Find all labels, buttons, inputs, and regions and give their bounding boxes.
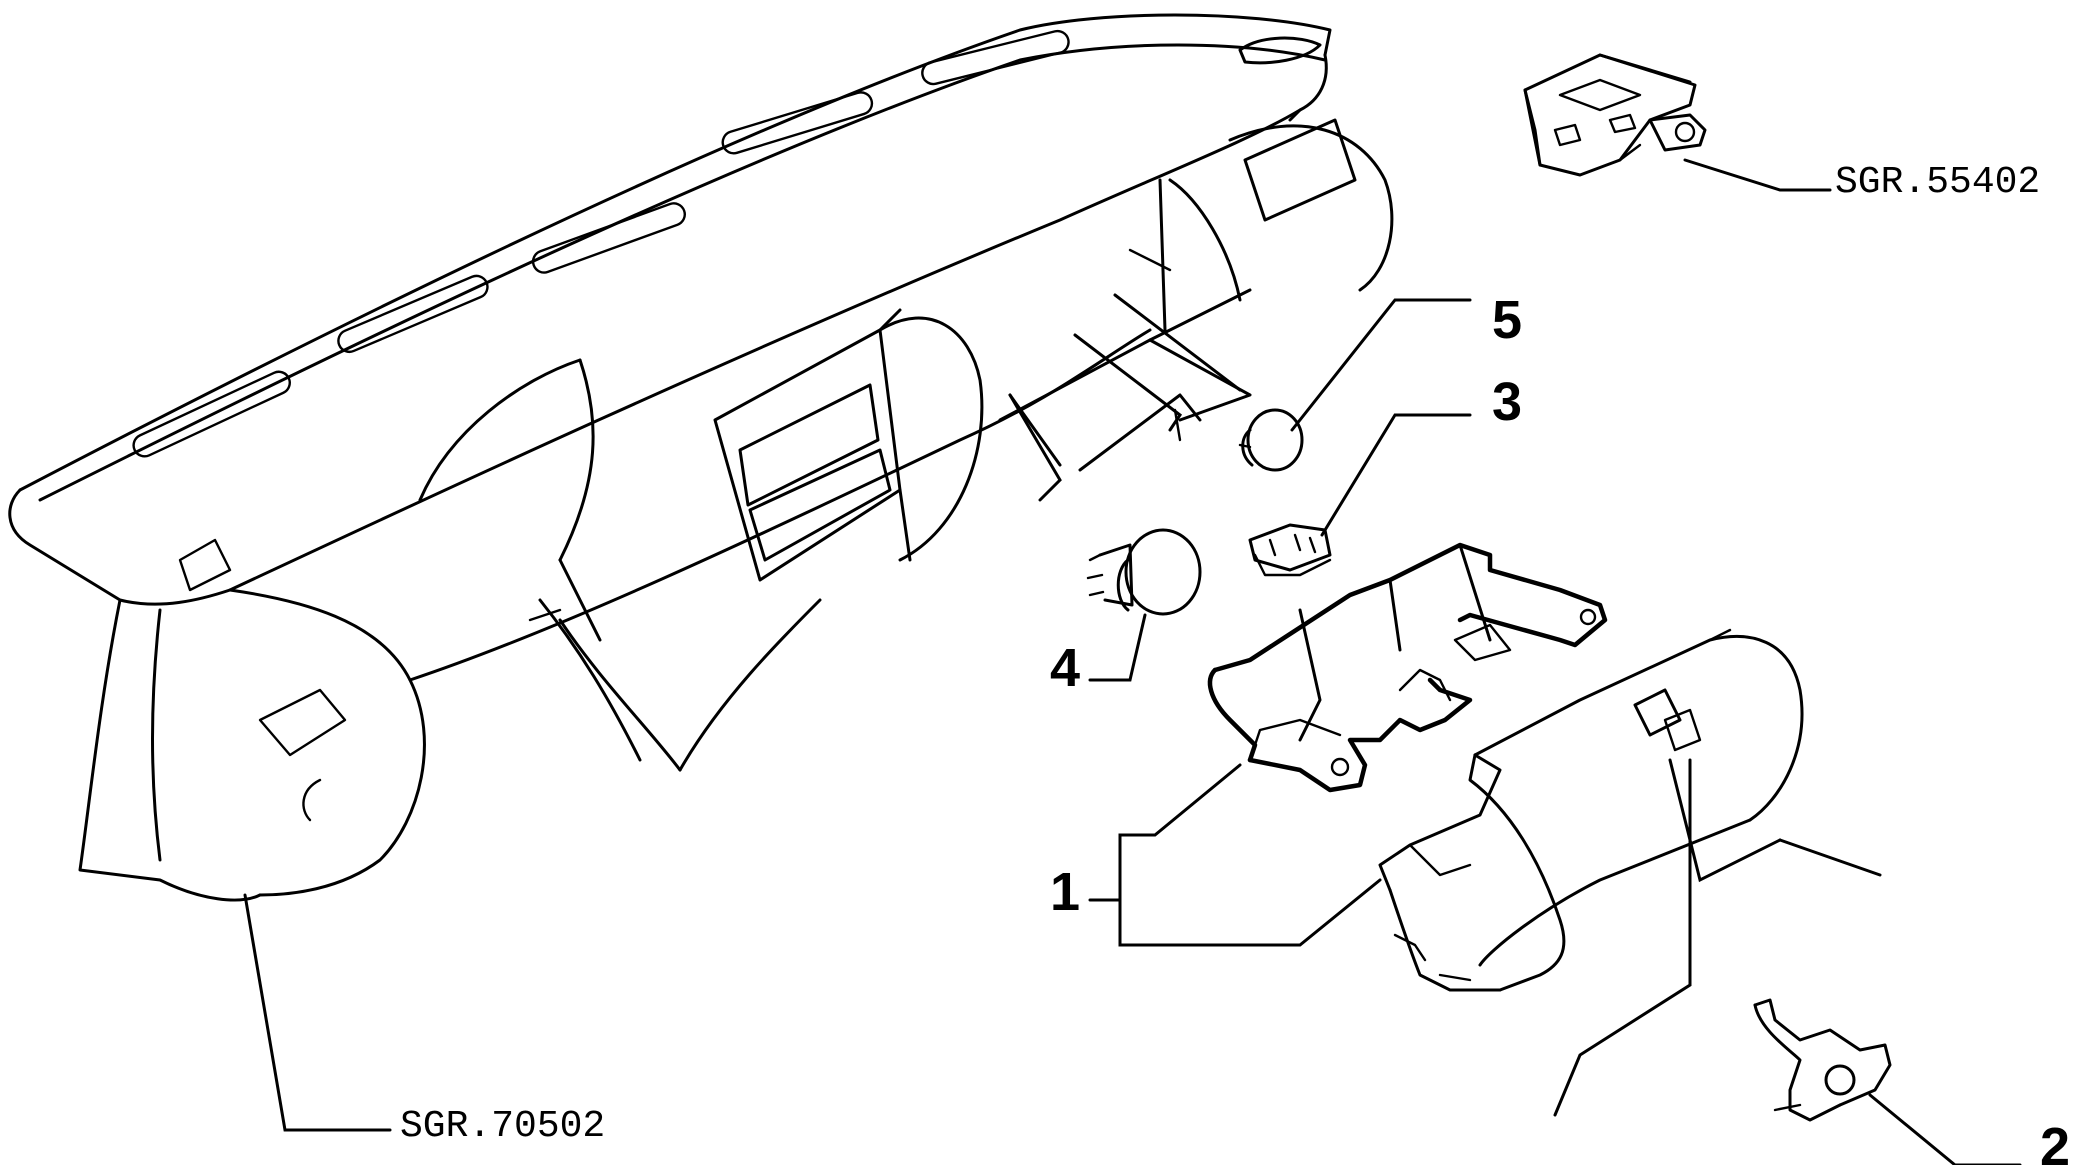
part-4-pushpin [1086, 528, 1202, 616]
callout-1: 1 [1050, 862, 1080, 922]
defroster-vents [132, 29, 1070, 458]
callout-2: 2 [2040, 1117, 2070, 1165]
leader-lines [243, 158, 2022, 1165]
part-5-cap [1238, 408, 1304, 472]
switch-housing-inset [1523, 53, 1707, 177]
part-1-glovebox-lid [1378, 628, 1804, 992]
callout-4: 4 [1050, 638, 1080, 698]
labels: 1 2 3 4 5 SGR.70502 SGR.55402 [400, 161, 2070, 1165]
part-2-latch [1753, 998, 1892, 1122]
part-3-clip [1248, 523, 1332, 577]
ref-dashboard: SGR.70502 [400, 1105, 605, 1148]
part-1-bracket [1207, 542, 1608, 793]
right-vent [1158, 118, 1394, 332]
callout-3: 3 [1492, 372, 1522, 432]
dashboard-panel [8, 13, 1394, 902]
ref-switch-housing: SGR.55402 [1835, 161, 2040, 204]
callout-5: 5 [1492, 290, 1522, 350]
center-vent [713, 308, 984, 582]
